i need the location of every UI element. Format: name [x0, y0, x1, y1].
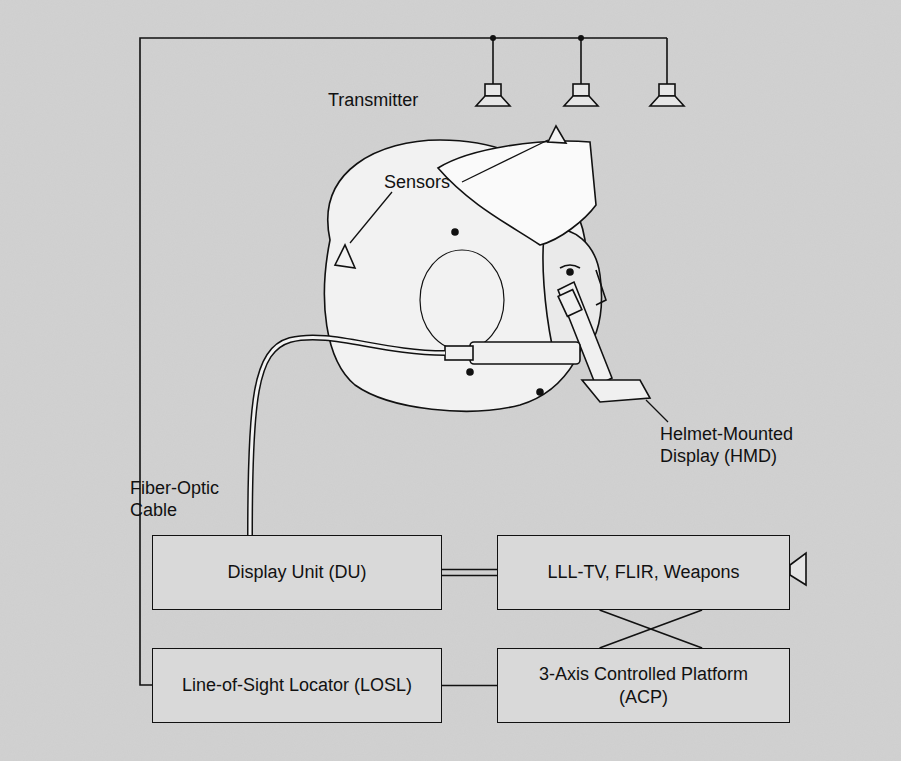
leader-line — [350, 140, 668, 422]
part-label: Sensors — [384, 172, 474, 194]
box-label: Display Unit (DU) — [227, 561, 366, 584]
connector — [442, 685, 497, 686]
part-label: Helmet-Mounted Display (HMD) — [660, 424, 830, 467]
camera-icon — [790, 553, 806, 585]
process-box: Display Unit (DU) — [152, 535, 442, 610]
helmet-illustration — [324, 126, 650, 411]
part-label: Fiber-Optic Cable — [130, 478, 242, 521]
connector — [600, 610, 703, 648]
connector — [442, 570, 497, 576]
transmitter-symbol — [476, 84, 684, 106]
fiber-optic-cable — [250, 337, 445, 535]
connector — [600, 610, 703, 648]
box-label: Line-of-Sight Locator (LOSL) — [182, 674, 412, 697]
part-label: Transmitter — [328, 90, 458, 112]
process-box: Line-of-Sight Locator (LOSL) — [152, 648, 442, 723]
box-label: 3-Axis Controlled Platform (ACP) — [512, 663, 775, 708]
process-box: LLL-TV, FLIR, Weapons — [497, 535, 790, 610]
process-box: 3-Axis Controlled Platform (ACP) — [497, 648, 790, 723]
box-label: LLL-TV, FLIR, Weapons — [547, 561, 739, 584]
